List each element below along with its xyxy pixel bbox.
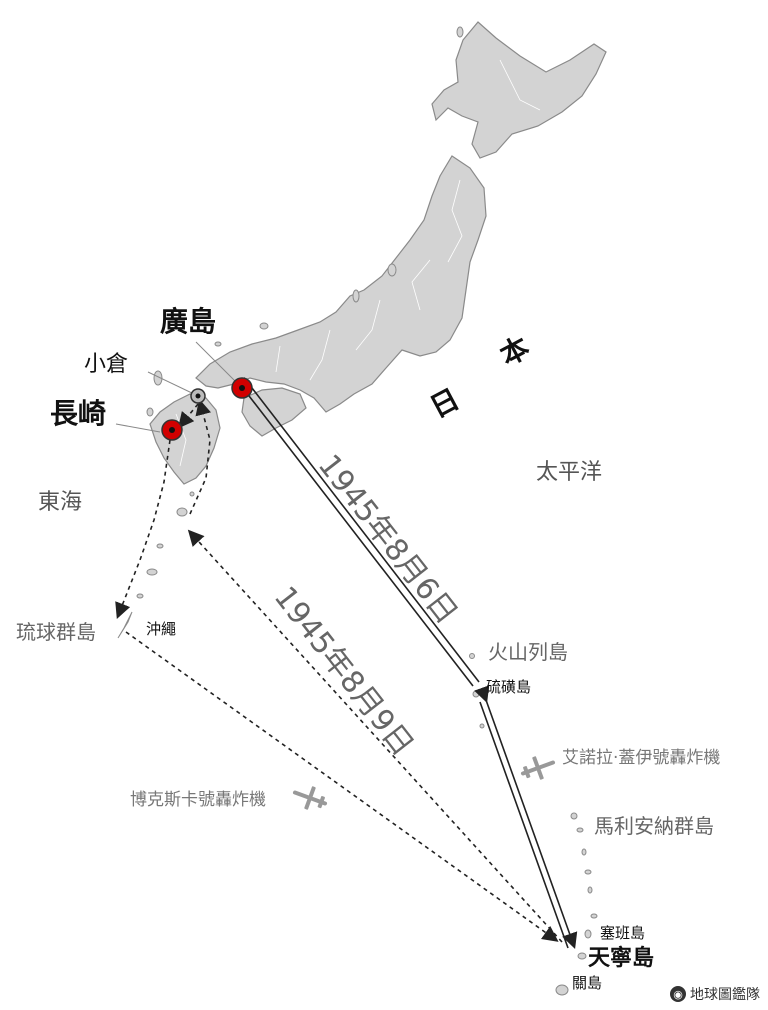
tinian-label: 天寧島 bbox=[588, 946, 655, 971]
kyushu-landmass bbox=[149, 393, 221, 485]
enola-gay-label: 艾諾拉·蓋伊號轟炸機 bbox=[562, 748, 721, 768]
shikoku-landmass bbox=[241, 387, 307, 437]
kokura-target-marker bbox=[190, 388, 206, 404]
mariana-islands-label: 馬利安納群島 bbox=[594, 814, 714, 838]
hokkaido-landmass bbox=[431, 21, 607, 159]
iwo-jima-label: 硫磺島 bbox=[486, 678, 532, 696]
volcano-islands-label: 火山列島 bbox=[488, 640, 568, 664]
nagasaki-label: 長崎 bbox=[50, 397, 107, 430]
small-islands bbox=[117, 26, 598, 996]
enola-gay-plane-icon bbox=[520, 756, 556, 780]
credit-badge: ◉ 地球圖鑑隊 bbox=[670, 984, 760, 1004]
guam-label: 關島 bbox=[572, 974, 603, 992]
east-sea-label: 東海 bbox=[38, 490, 83, 515]
bockscar-label: 博克斯卡號轟炸機 bbox=[130, 790, 266, 810]
nagasaki-target-marker bbox=[161, 419, 183, 441]
globe-icon: ◉ bbox=[670, 986, 686, 1002]
enola-gay-route bbox=[231, 376, 578, 950]
bockscar-plane-icon bbox=[292, 786, 328, 810]
kokura-label: 小倉 bbox=[84, 352, 129, 377]
saipan-label: 塞班島 bbox=[600, 924, 646, 942]
ryukyu-islands-label: 琉球群島 bbox=[16, 620, 96, 644]
pacific-ocean-label: 太平洋 bbox=[536, 460, 603, 485]
credit-text: 地球圖鑑隊 bbox=[690, 987, 760, 1003]
okinawa-label: 沖繩 bbox=[146, 620, 177, 638]
honshu-landmass bbox=[195, 155, 487, 413]
leader-lines bbox=[115, 341, 237, 433]
hiroshima-label: 廣島 bbox=[160, 305, 217, 338]
bockscar-route bbox=[115, 398, 563, 943]
hiroshima-target-marker bbox=[231, 377, 253, 399]
